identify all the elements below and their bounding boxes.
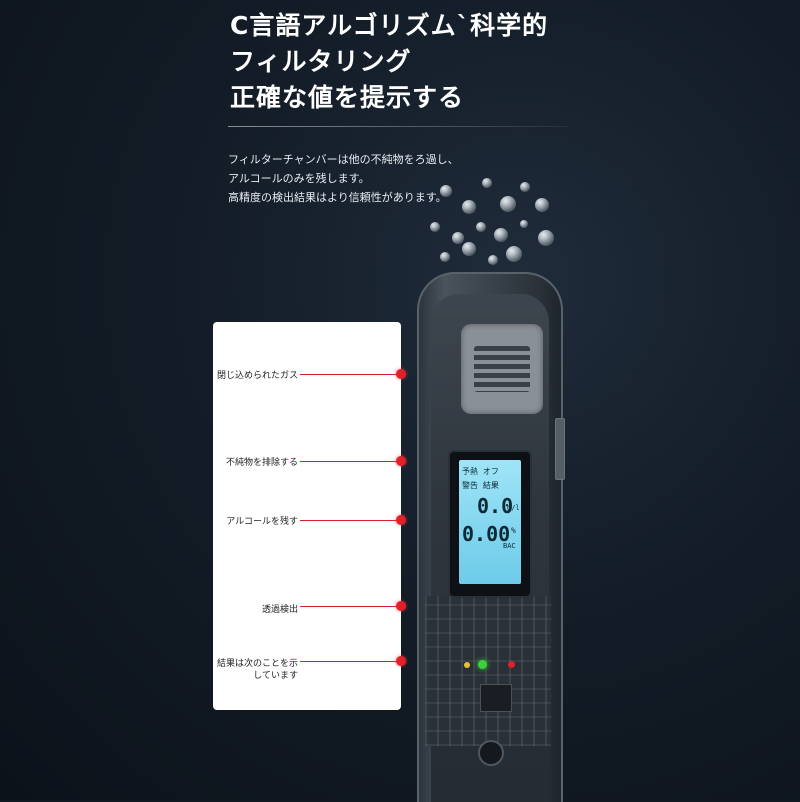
lcd-unit-percent: % <box>511 526 516 535</box>
lcd-screen: 予熱 オフ 警告 結果 0.0 g/l 0.00 % BAC <box>459 460 521 584</box>
description-line-2: アルコールのみを残します。 <box>228 172 370 185</box>
callout-label-keep-alcohol: アルコールを残す <box>226 517 298 527</box>
lcd-reading-top: 0.0 <box>477 494 514 518</box>
headline-line-2: フィルタリング <box>230 47 412 76</box>
grill-icon <box>474 346 530 392</box>
port-icon <box>478 740 504 766</box>
divider <box>228 126 568 127</box>
callout-label-remove-impurities: 不純物を排除する <box>225 458 298 468</box>
chip-icon <box>480 684 512 712</box>
callout-label-result-line-1: 結果は次のことを示 <box>216 659 298 669</box>
description-line-1: フィルターチャンバーは他の不純物をろ過し、 <box>228 153 459 166</box>
callout-dot <box>396 456 406 466</box>
callout-label-transmission-detection: 透過検出 <box>261 605 298 615</box>
side-button <box>555 418 565 480</box>
callout-dot <box>396 515 406 525</box>
lcd-display: 予熱 オフ 警告 結果 0.0 g/l 0.00 % BAC <box>448 450 532 598</box>
callout-line <box>300 661 400 662</box>
red-led-icon <box>508 661 515 668</box>
description: フィルターチャンバーは他の不純物をろ過し、 アルコールのみを残します。 高精度の… <box>228 150 528 207</box>
mouthpiece-grill <box>461 324 543 414</box>
callout-card <box>213 322 401 710</box>
lcd-unit-gl: g/l <box>507 504 520 512</box>
callout-label-result-line-2: しています <box>253 671 298 681</box>
headline-line-3: 正確な値を提示する <box>230 83 465 112</box>
callout-dot <box>396 601 406 611</box>
green-led-icon <box>478 660 487 669</box>
callout-line <box>300 606 400 607</box>
lcd-row-1: 予熱 オフ <box>462 467 499 476</box>
lcd-reading-bottom: 0.00 <box>462 522 511 546</box>
callout-dot <box>396 656 406 666</box>
description-line-3: 高精度の検出結果はより信頼性があります。 <box>228 191 447 204</box>
yellow-led-icon <box>464 662 470 668</box>
callout-line <box>300 461 400 462</box>
circuit-board <box>425 596 551 746</box>
headline: C言語アルゴリズム`科学的 フィルタリング 正確な値を提示する <box>230 8 650 116</box>
callout-line <box>300 520 400 521</box>
lcd-row-2: 警告 結果 <box>462 481 499 490</box>
callout-label-trapped-gas: 閉じ込められたガス <box>216 371 298 381</box>
callout-dot <box>396 369 406 379</box>
callout-line <box>300 374 400 375</box>
lcd-unit-bac: BAC <box>503 542 516 550</box>
headline-line-1: C言語アルゴリズム`科学的 <box>230 11 549 40</box>
